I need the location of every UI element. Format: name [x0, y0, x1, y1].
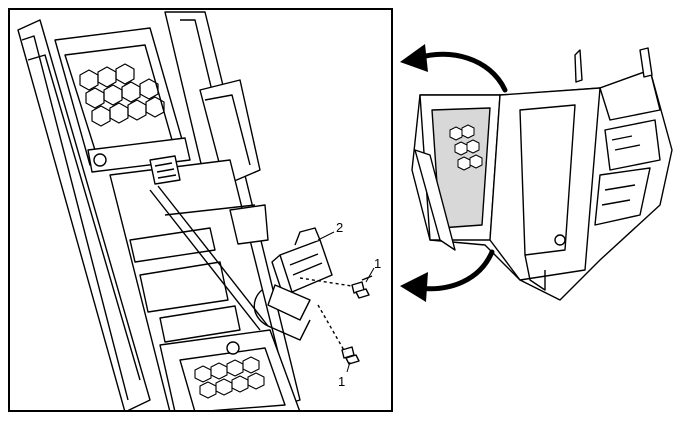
hex-mesh-overview	[449, 124, 483, 171]
hex-mesh-lower	[194, 356, 265, 399]
callout-bolt-lower: 1	[338, 361, 351, 389]
rotation-arrow-lower	[400, 249, 495, 302]
callout-module: 2	[317, 220, 343, 241]
control-module	[253, 227, 333, 341]
callout-label-bolt-lower: 1	[338, 374, 345, 389]
hex-mesh-upper	[79, 63, 165, 127]
console-side-rail-left	[17, 19, 151, 410]
bolt-lower	[341, 346, 360, 365]
console-detail-frame: 2 1 1	[8, 8, 393, 412]
callout-bolt-upper: 1	[365, 256, 381, 283]
callout-label-module: 2	[336, 220, 343, 235]
rotation-arrow-upper	[400, 44, 508, 93]
lower-storage-tray	[159, 329, 301, 410]
upper-storage-bin	[54, 27, 191, 173]
callout-label-bolt-upper: 1	[374, 256, 381, 271]
bolt-upper	[351, 275, 373, 299]
console-overview	[411, 47, 673, 301]
